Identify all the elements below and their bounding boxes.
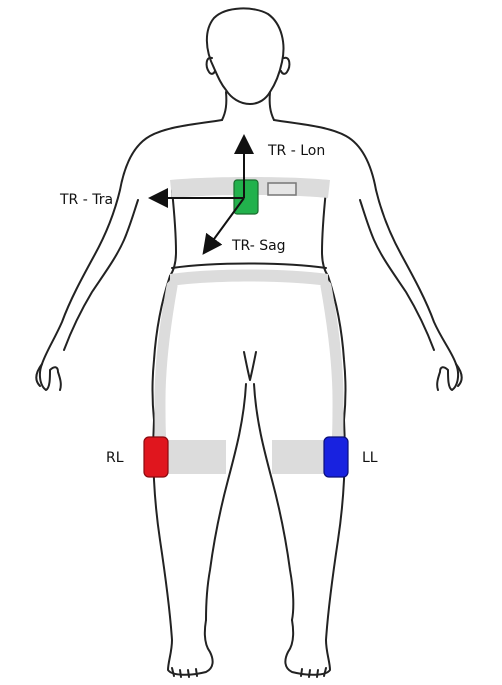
crotch bbox=[244, 352, 256, 380]
tr-lon-label: TR - Lon bbox=[267, 143, 325, 159]
left-arm-inner bbox=[64, 200, 138, 350]
neck-right bbox=[270, 92, 274, 120]
neck-left bbox=[222, 92, 226, 120]
body-outline bbox=[36, 8, 461, 677]
waistband-top bbox=[172, 264, 326, 269]
straps bbox=[160, 177, 338, 474]
chest-strap-buckle bbox=[268, 183, 296, 195]
left-vertical-strap bbox=[160, 286, 172, 450]
left-side-outline bbox=[40, 120, 222, 390]
rl-label: RL bbox=[106, 450, 124, 466]
right-arm-inner bbox=[360, 200, 434, 350]
right-thigh-strap bbox=[160, 440, 226, 474]
head bbox=[207, 8, 284, 104]
right-vertical-strap bbox=[326, 286, 338, 450]
tr-tra-label: TR - Tra bbox=[59, 192, 113, 208]
right-leg-inner bbox=[254, 384, 293, 620]
hip-belt bbox=[170, 270, 328, 287]
left-torso-side bbox=[170, 190, 176, 276]
left-leg-inner bbox=[206, 384, 246, 620]
right-torso-side bbox=[322, 190, 328, 276]
right-side-outline bbox=[274, 120, 458, 390]
left-leg-sensor bbox=[324, 437, 348, 477]
right-leg-sensor bbox=[144, 437, 168, 477]
tr-sag-label: TR- Sag bbox=[231, 238, 286, 254]
ll-label: LL bbox=[362, 450, 378, 466]
